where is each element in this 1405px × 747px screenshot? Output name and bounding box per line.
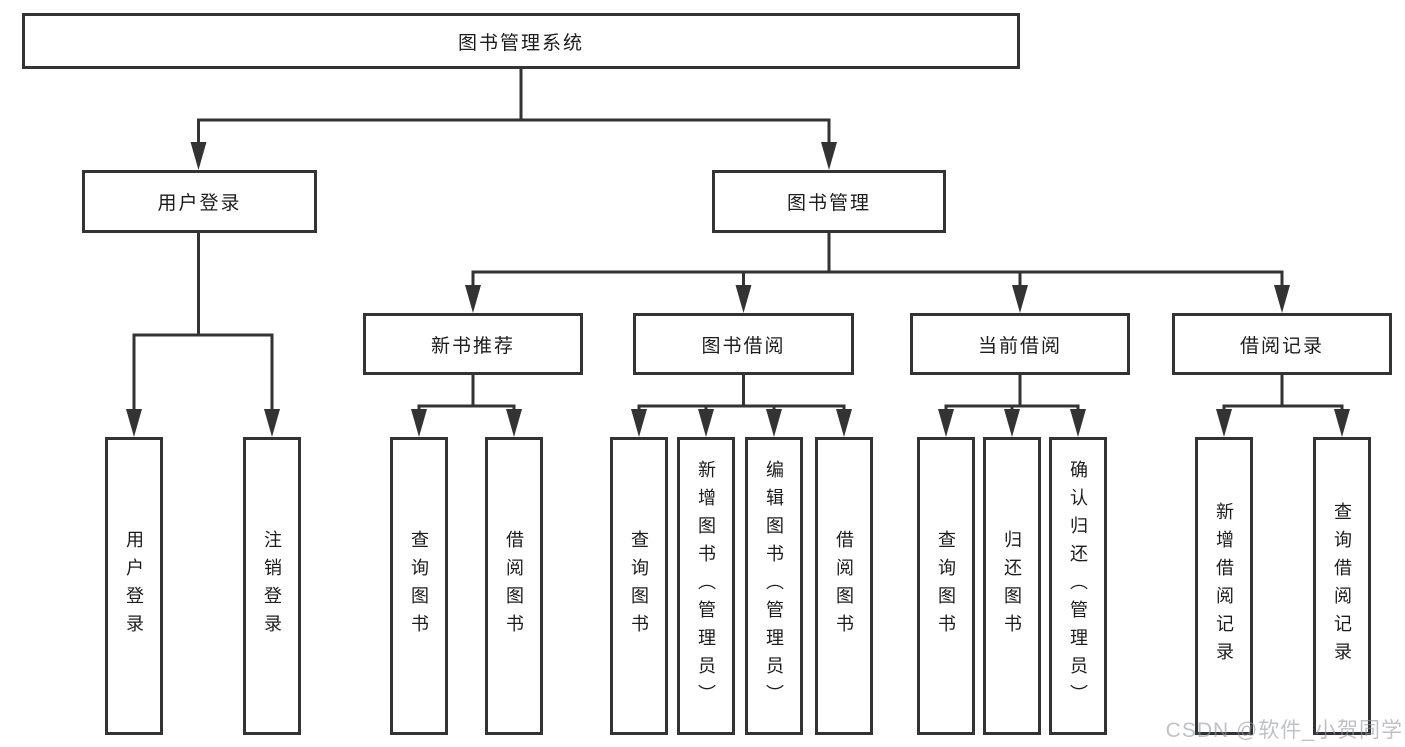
node-leaf-query-books-current: 查询图书 [917,437,975,735]
node-leaf-user-login-label: 用户登录 [124,530,144,642]
node-book-borrow-label: 图书借阅 [701,335,786,357]
node-user-login-module: 用户登录 [82,170,317,233]
node-new-book-recommend: 新书推荐 [363,313,583,375]
connector-current-borrow-to-leaves [938,373,1086,437]
node-leaf-query-books-borrow: 查询图书 [610,437,668,735]
csdn-watermark: CSDN @软件_小贺同学 [1165,719,1403,742]
node-book-management-module: 图书管理 [712,170,946,233]
node-leaf-borrow-books-recommend-label: 借阅图书 [504,530,524,642]
node-leaf-logout-label: 注销登录 [262,530,282,642]
node-borrow-record-label: 借阅记录 [1239,335,1324,357]
node-leaf-add-book-admin: 新增图书（管理员） [677,437,735,735]
node-root-label: 图书管理系统 [457,32,584,54]
node-leaf-logout: 注销登录 [243,437,301,735]
node-leaf-return-book-label: 归还图书 [1002,530,1022,642]
connector-root-to-level2 [190,67,837,170]
node-leaf-query-books-borrow-label: 查询图书 [629,530,649,642]
node-leaf-add-borrow-record-label: 新增借阅记录 [1214,502,1234,670]
node-book-borrow: 图书借阅 [633,313,854,375]
connector-book-management-to-level3 [465,231,1290,313]
node-leaf-user-login: 用户登录 [105,437,163,735]
node-leaf-borrow-books-label: 借阅图书 [834,530,854,642]
node-leaf-edit-book-admin: 编辑图书（管理员） [745,437,803,735]
node-current-borrow: 当前借阅 [910,313,1130,375]
node-leaf-borrow-books-recommend: 借阅图书 [485,437,543,735]
node-leaf-borrow-books: 借阅图书 [815,437,873,735]
node-leaf-confirm-return-admin: 确认归还（管理员） [1049,437,1107,735]
node-leaf-edit-book-admin-label: 编辑图书（管理员） [764,460,784,712]
node-leaf-query-books-recommend-label: 查询图书 [409,530,429,642]
node-leaf-add-borrow-record: 新增借阅记录 [1195,437,1253,735]
connector-book-borrow-to-leaves [631,373,852,437]
node-leaf-confirm-return-admin-label: 确认归还（管理员） [1068,460,1088,712]
node-root-library-system: 图书管理系统 [22,13,1020,69]
connector-new-book-recommend-to-leaves [411,373,522,437]
node-leaf-query-borrow-record-label: 查询借阅记录 [1332,502,1352,670]
node-borrow-record: 借阅记录 [1172,313,1392,375]
node-current-borrow-label: 当前借阅 [977,335,1062,357]
node-user-login-module-label: 用户登录 [157,193,242,214]
connector-user-login-to-leaves [126,231,280,437]
node-leaf-query-borrow-record: 查询借阅记录 [1313,437,1371,735]
connector-borrow-record-to-leaves [1216,373,1350,437]
node-leaf-query-books-current-label: 查询图书 [936,530,956,642]
node-leaf-return-book: 归还图书 [983,437,1041,735]
node-leaf-add-book-admin-label: 新增图书（管理员） [696,460,716,712]
node-book-management-module-label: 图书管理 [786,193,871,214]
node-new-book-recommend-label: 新书推荐 [430,335,515,357]
node-leaf-query-books-recommend: 查询图书 [390,437,448,735]
